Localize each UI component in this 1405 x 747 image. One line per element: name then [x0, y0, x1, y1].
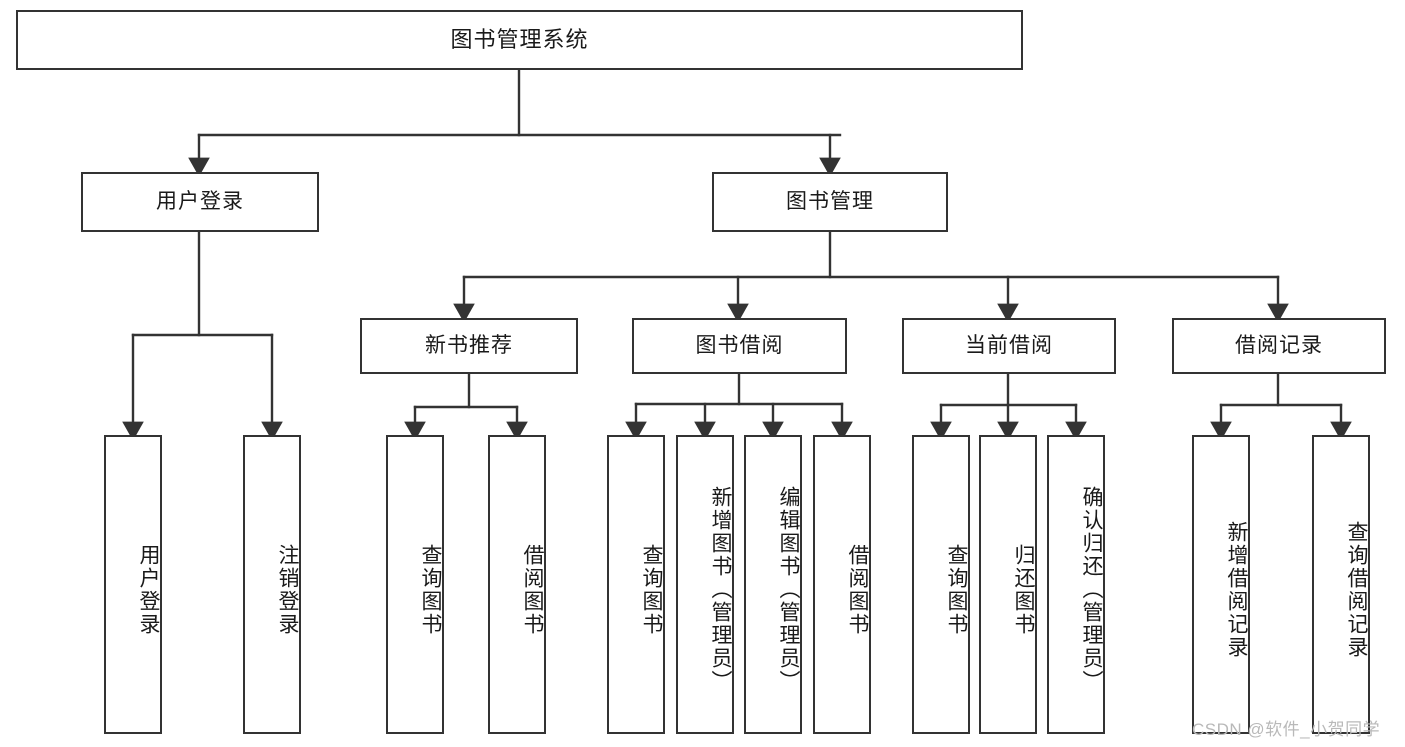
leaf-confirm-return-admin[interactable]: 确认归还（管理员） — [1047, 435, 1105, 734]
leaf-borrow-book[interactable]: 借阅图书 — [813, 435, 871, 734]
leaf-query-borrow-record-label: 查询借阅记录 — [1345, 520, 1368, 659]
leaf-add-book-admin[interactable]: 新增图书（管理员） — [676, 435, 734, 734]
leaf-borrow-book-recommend-label: 借阅图书 — [521, 543, 544, 636]
node-user-login[interactable]: 用户登录 — [81, 172, 319, 232]
leaf-add-borrow-record-label: 新增借阅记录 — [1225, 520, 1248, 659]
leaf-user-login[interactable]: 用户登录 — [104, 435, 162, 734]
leaf-logout-label: 注销登录 — [276, 543, 299, 636]
leaf-edit-book-admin[interactable]: 编辑图书（管理员） — [744, 435, 802, 734]
node-book-management-label: 图书管理 — [786, 190, 874, 214]
leaf-query-book-recommend[interactable]: 查询图书 — [386, 435, 444, 734]
leaf-return-book-label: 归还图书 — [1012, 543, 1035, 636]
node-new-book-recommend[interactable]: 新书推荐 — [360, 318, 578, 374]
node-book-management[interactable]: 图书管理 — [712, 172, 948, 232]
leaf-query-book-current[interactable]: 查询图书 — [912, 435, 970, 734]
leaf-query-borrow-record[interactable]: 查询借阅记录 — [1312, 435, 1370, 734]
node-borrow-record-label: 借阅记录 — [1235, 334, 1323, 358]
leaf-query-book-recommend-label: 查询图书 — [419, 543, 442, 636]
leaf-add-book-admin-label: 新增图书（管理员） — [709, 486, 732, 693]
node-current-borrow-label: 当前借阅 — [965, 334, 1053, 358]
node-current-borrow[interactable]: 当前借阅 — [902, 318, 1116, 374]
leaf-confirm-return-admin-label: 确认归还（管理员） — [1080, 486, 1103, 693]
watermark-text: CSDN @软件_小贺同学 — [1192, 720, 1381, 739]
leaf-query-book-current-label: 查询图书 — [945, 543, 968, 636]
leaf-edit-book-admin-label: 编辑图书（管理员） — [777, 486, 800, 693]
leaf-return-book[interactable]: 归还图书 — [979, 435, 1037, 734]
leaf-logout[interactable]: 注销登录 — [243, 435, 301, 734]
leaf-borrow-book-label: 借阅图书 — [846, 543, 869, 636]
leaf-user-login-label: 用户登录 — [137, 543, 160, 636]
node-book-borrow-label: 图书借阅 — [695, 334, 784, 358]
node-book-borrow[interactable]: 图书借阅 — [632, 318, 847, 374]
node-root-label: 图书管理系统 — [450, 26, 589, 52]
node-new-book-recommend-label: 新书推荐 — [425, 334, 513, 358]
leaf-query-book-borrow[interactable]: 查询图书 — [607, 435, 665, 734]
node-user-login-label: 用户登录 — [156, 190, 244, 214]
node-borrow-record[interactable]: 借阅记录 — [1172, 318, 1386, 374]
leaf-add-borrow-record[interactable]: 新增借阅记录 — [1192, 435, 1250, 734]
leaf-query-book-borrow-label: 查询图书 — [640, 543, 663, 636]
node-root[interactable]: 图书管理系统 — [16, 10, 1023, 70]
leaf-borrow-book-recommend[interactable]: 借阅图书 — [488, 435, 546, 734]
